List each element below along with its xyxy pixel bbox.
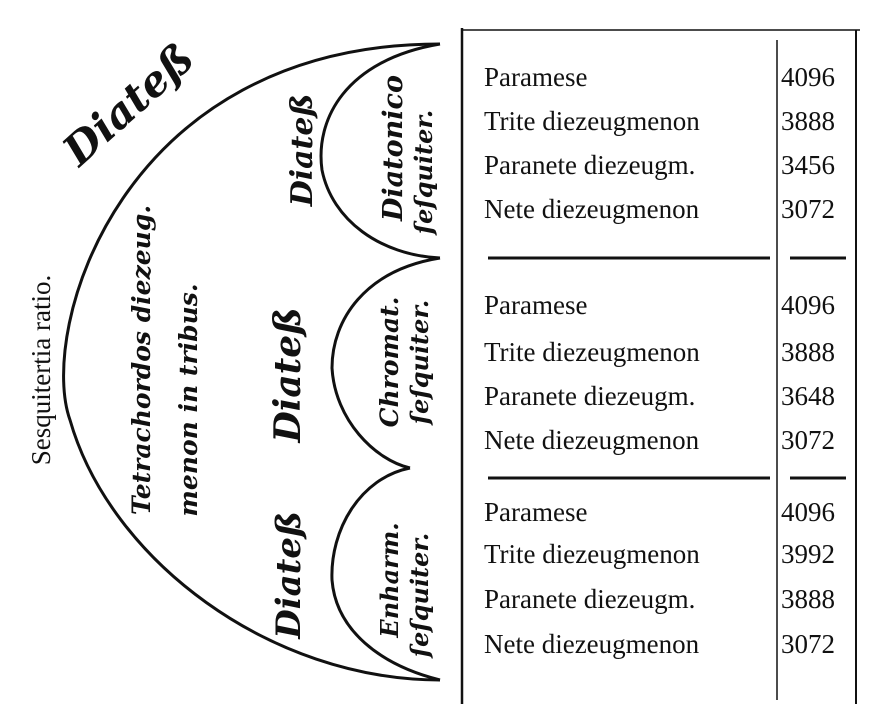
table-row-value: 3072 [781,425,835,455]
table-row-name: Trite diezeugmenon [484,539,700,569]
table-row-value: 3888 [781,337,835,367]
diatonic-genus-label-line1: Diatonico [378,75,409,222]
table-row-name: Paramese [484,290,587,320]
table-row-value: 4096 [781,62,835,92]
chromatic-genus-label-line1: Chromat. [375,297,404,428]
table-row-value: 3888 [781,584,835,614]
inner-arc-diatonic [319,42,441,260]
table-row-name: Paranete diezeugm. [484,584,695,614]
table-row-value: 3456 [781,150,835,180]
table-row-name: Nete diezeugmenon [484,629,700,659]
table-row-name: Trite diezeugmenon [484,106,700,136]
inner-arc-enharmonic [330,466,441,682]
table-row-value: 3888 [781,106,835,136]
table-row-value: 4096 [781,497,835,527]
chromatic-genus-label-line2: ſeſquiter. [405,300,434,426]
tetrachord-label-line2: menon in tribus. [174,283,203,516]
table-row-value: 3072 [781,194,835,224]
table-row-value: 3072 [781,629,835,659]
diatonic-diatess-label: Diateß [285,94,320,208]
table-row-name: Paramese [484,62,587,92]
table-row-name: Nete diezeugmenon [484,425,700,455]
outer-ratio-label: Sesquitertia ratio. [26,275,56,465]
table-row-value: 4096 [781,290,835,320]
table-row-name: Paranete diezeugm. [484,150,695,180]
enharmonic-diatess-label: Diateß [269,511,309,640]
tetrachord-label-line1: Tetrachordos diezeug. [127,205,156,515]
table-row-value: 3992 [781,539,835,569]
table-row-name: Paramese [484,497,587,527]
chromatic-diatess-label: Diateß [267,307,309,443]
enharmonic-genus-label-line2: ſeſquiter. [405,533,434,659]
diatonic-genus-label-line2: ſeſquiter. [409,110,438,236]
table-row-name: Trite diezeugmenon [484,337,700,367]
enharmonic-genus-label-line1: Enharm. [375,522,404,638]
table-row-name: Nete diezeugmenon [484,194,700,224]
outer-diatess-label: Diateß [53,33,204,176]
table-row-value: 3648 [781,381,835,411]
table-row-name: Paranete diezeugm. [484,381,695,411]
outer-arc [62,42,441,682]
inner-arc-chromatic [330,256,441,470]
